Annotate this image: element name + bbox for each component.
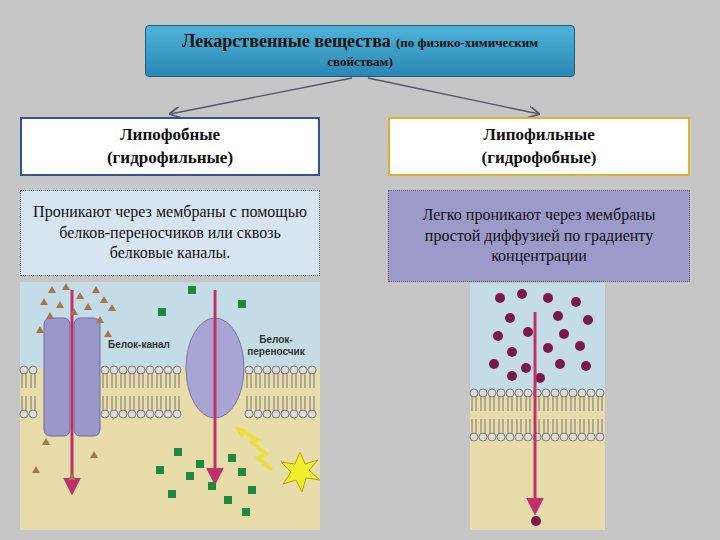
molecule xyxy=(543,343,553,353)
molecule xyxy=(168,490,176,498)
molecule xyxy=(90,451,98,458)
molecule xyxy=(46,312,54,319)
molecule xyxy=(156,466,164,474)
box-text: Проникают через мембраны с помощью белко… xyxy=(31,202,309,264)
molecule xyxy=(507,347,517,357)
molecule xyxy=(36,326,44,333)
molecule xyxy=(531,516,541,526)
molecule xyxy=(242,508,250,516)
molecule xyxy=(224,496,232,504)
connector-arrow xyxy=(170,78,352,114)
class-box: Липофильные (гидрофобные) xyxy=(388,117,690,176)
molecule xyxy=(108,304,116,311)
molecule xyxy=(68,473,76,480)
molecule xyxy=(583,315,593,325)
energy-arrow xyxy=(234,426,248,438)
molecule xyxy=(104,330,112,337)
intracellular-space xyxy=(470,391,605,530)
part-label: Белок- переносчик xyxy=(244,334,308,357)
molecule xyxy=(174,448,182,456)
molecule xyxy=(84,303,92,310)
molecule xyxy=(196,460,204,468)
molecule xyxy=(96,316,104,323)
molecule xyxy=(76,292,84,299)
connector-arrow xyxy=(368,78,539,114)
molecule xyxy=(543,293,553,303)
part-label: Белок-канал xyxy=(104,339,174,351)
molecule xyxy=(186,472,194,480)
diffusion-arrow xyxy=(534,312,537,512)
molecule xyxy=(42,438,50,445)
title-text: Лекарственные вещества(по физико-химичес… xyxy=(156,31,564,70)
molecule xyxy=(228,454,236,462)
molecule xyxy=(32,466,40,473)
extracellular-space xyxy=(470,283,605,391)
energy-star xyxy=(281,452,320,492)
molecule xyxy=(238,468,246,476)
molecule xyxy=(48,286,56,293)
molecule xyxy=(248,486,256,494)
channel-protein xyxy=(74,318,100,436)
molecule xyxy=(188,286,196,294)
molecule xyxy=(493,331,503,341)
title-box: Лекарственные вещества(по физико-химичес… xyxy=(145,25,575,77)
molecules xyxy=(489,289,593,383)
box-text: Легко проникают через мембраны простой д… xyxy=(399,205,679,267)
molecules xyxy=(32,283,116,480)
transport-arrow xyxy=(71,290,74,492)
molecule xyxy=(521,363,531,373)
molecule xyxy=(523,327,533,337)
molecule xyxy=(100,296,108,303)
molecule xyxy=(571,297,581,307)
molecule xyxy=(158,308,166,316)
molecule xyxy=(507,371,517,381)
molecule xyxy=(62,283,70,290)
molecule xyxy=(559,329,569,339)
molecule xyxy=(208,482,216,490)
molecule xyxy=(489,359,499,369)
box-text: Липофильные (гидрофобные) xyxy=(464,124,614,168)
transport-arrow xyxy=(214,290,217,482)
description-box: Проникают через мембраны с помощью белко… xyxy=(20,190,320,276)
molecule xyxy=(70,308,78,315)
molecule xyxy=(517,289,527,299)
channel-protein xyxy=(44,318,70,436)
membrane-bilayer xyxy=(470,389,604,441)
molecule xyxy=(92,286,100,293)
description-box: Легко проникают через мембраны простой д… xyxy=(388,190,690,282)
molecule xyxy=(40,298,48,305)
molecule xyxy=(495,293,505,303)
molecule xyxy=(575,341,585,351)
molecule xyxy=(553,311,563,321)
molecule xyxy=(238,300,246,308)
class-box: Липофобные (гидрофильные) xyxy=(20,117,320,176)
molecule xyxy=(505,313,515,323)
box-text: Липофобные (гидрофильные) xyxy=(95,124,245,168)
molecules xyxy=(156,286,256,516)
molecule xyxy=(56,301,64,308)
molecule xyxy=(555,359,565,369)
title-main: Лекарственные вещества xyxy=(182,31,391,51)
energy-arrow xyxy=(240,430,272,470)
molecule xyxy=(581,361,591,371)
